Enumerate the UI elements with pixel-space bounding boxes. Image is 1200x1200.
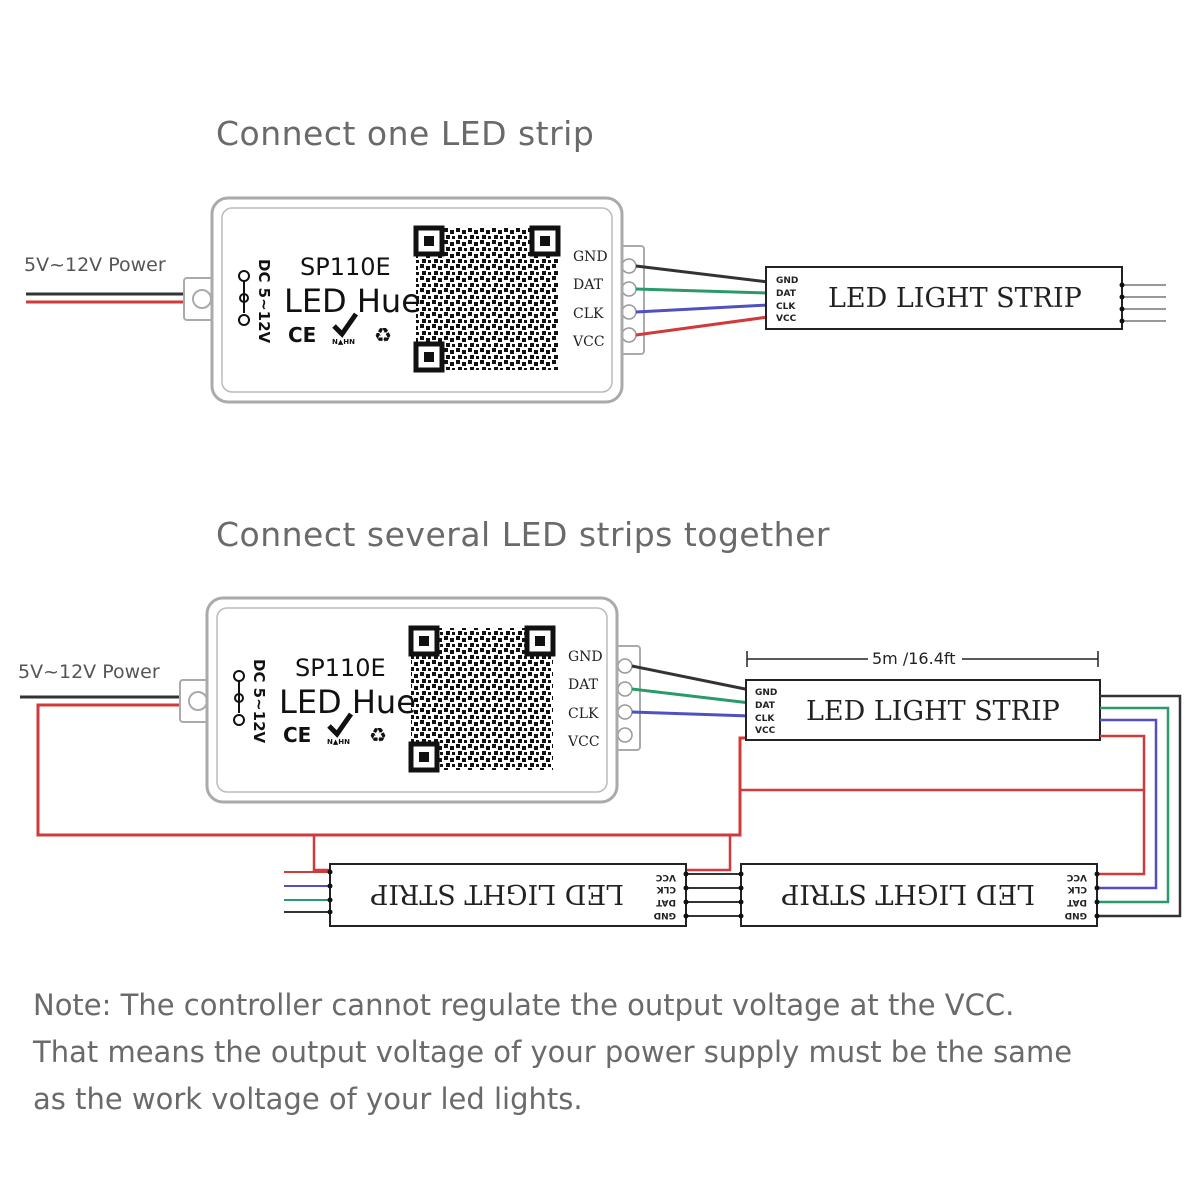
led-strip-top: GND DAT CLK VCC LED LIGHT STRIP bbox=[745, 679, 1101, 741]
strip-pin-clk: CLK bbox=[656, 884, 676, 894]
power-input-two: 5V~12V Power bbox=[18, 661, 750, 837]
strip-pin-vcc: VCC bbox=[1066, 872, 1087, 882]
strip-label-bottom-right: LED LIGHT STRIP bbox=[781, 878, 1035, 909]
diagram-one-title: Connect one LED strip bbox=[216, 114, 594, 153]
ce-mark-two: CE bbox=[283, 723, 311, 747]
strip-pin-vcc: VCC bbox=[755, 726, 776, 736]
recycle-icon: ♻ bbox=[369, 723, 387, 747]
terminal-label-dat: DAT bbox=[573, 277, 604, 293]
terminal-label-vcc: VCC bbox=[567, 734, 600, 750]
input-rating-one: DC 5~12V bbox=[255, 259, 273, 344]
wires-two bbox=[631, 664, 751, 718]
length-label: 5m /16.4ft bbox=[872, 649, 956, 668]
power-label-two: 5V~12V Power bbox=[18, 661, 160, 683]
strip-label-top: LED LIGHT STRIP bbox=[806, 696, 1060, 727]
controller-two: DC 5~12V SP110E LED Hue CE N▲HN ♻ GND DA… bbox=[179, 596, 641, 804]
terminal-label-gnd: GND bbox=[573, 249, 608, 265]
qr-code bbox=[408, 625, 556, 773]
qr-code bbox=[413, 225, 561, 373]
input-rating-two: DC 5~12V bbox=[250, 659, 268, 744]
note-line-3: as the work voltage of your led lights. bbox=[33, 1082, 583, 1116]
diagram-two-title: Connect several LED strips together bbox=[216, 515, 830, 554]
model-label-two: SP110E bbox=[295, 654, 386, 682]
wires-one bbox=[635, 264, 769, 337]
compliance-mark-one: N▲HN bbox=[332, 338, 355, 346]
note-line-1: Note: The controller cannot regulate the… bbox=[33, 988, 1015, 1022]
led-strip-bottom-right: LED LIGHT STRIP GND DAT CLK VCC bbox=[740, 863, 1100, 927]
link-wires bbox=[686, 871, 744, 919]
voltage-note: Note: The controller cannot regulate the… bbox=[33, 982, 1173, 1123]
strip-pin-clk: CLK bbox=[755, 714, 775, 724]
brand-label-one: LED Hue bbox=[284, 282, 421, 320]
strip-label-one: LED LIGHT STRIP bbox=[828, 283, 1082, 314]
strip-pin-dat: DAT bbox=[655, 897, 676, 907]
strip-pin-vcc: VCC bbox=[776, 314, 797, 324]
led-strip-bottom-left: LED LIGHT STRIP GND DAT CLK VCC bbox=[284, 863, 689, 927]
strip-pin-gnd: GND bbox=[755, 688, 777, 698]
strip-pin-clk: CLK bbox=[776, 302, 796, 312]
power-input-one: 5V~12V Power bbox=[24, 254, 188, 304]
polarity-icon bbox=[233, 670, 245, 726]
strip-pin-gnd: GND bbox=[1065, 910, 1087, 920]
strip-pin-dat: DAT bbox=[1066, 897, 1087, 907]
polarity-icon bbox=[238, 270, 250, 326]
check-mark-icon: N▲HN bbox=[327, 712, 354, 746]
controller-one: DC 5~12V SP110E LED Hue CE N▲HN ♻ GND DA… bbox=[183, 196, 645, 404]
strip-pin-dat: DAT bbox=[776, 289, 797, 299]
strip-pin-dat: DAT bbox=[755, 701, 776, 711]
power-label-one: 5V~12V Power bbox=[24, 254, 166, 276]
led-strip-one: GND DAT CLK VCC LED LIGHT STRIP bbox=[765, 266, 1166, 330]
strip-pin-gnd: GND bbox=[776, 276, 798, 286]
terminal-label-gnd: GND bbox=[568, 649, 603, 665]
brand-label-two: LED Hue bbox=[279, 683, 416, 721]
terminal-label-vcc: VCC bbox=[572, 334, 605, 350]
terminal-label-clk: CLK bbox=[573, 306, 604, 322]
chain-wires bbox=[312, 694, 1182, 918]
check-mark-icon: N▲HN bbox=[332, 312, 359, 346]
strip-pin-gnd: GND bbox=[654, 910, 676, 920]
strip-pin-clk: CLK bbox=[1067, 884, 1087, 894]
note-line-2: That means the output voltage of your po… bbox=[33, 1035, 1073, 1069]
strip-pin-vcc: VCC bbox=[655, 872, 676, 882]
strip-label-bottom-left: LED LIGHT STRIP bbox=[370, 878, 624, 909]
length-dimension: 5m /16.4ft bbox=[746, 649, 1099, 668]
terminal-label-clk: CLK bbox=[568, 706, 599, 722]
ce-mark-one: CE bbox=[288, 323, 316, 347]
terminal-label-dat: DAT bbox=[568, 677, 599, 693]
recycle-icon: ♻ bbox=[374, 323, 392, 347]
model-label-one: SP110E bbox=[300, 253, 391, 281]
compliance-mark-two: N▲HN bbox=[327, 738, 350, 746]
